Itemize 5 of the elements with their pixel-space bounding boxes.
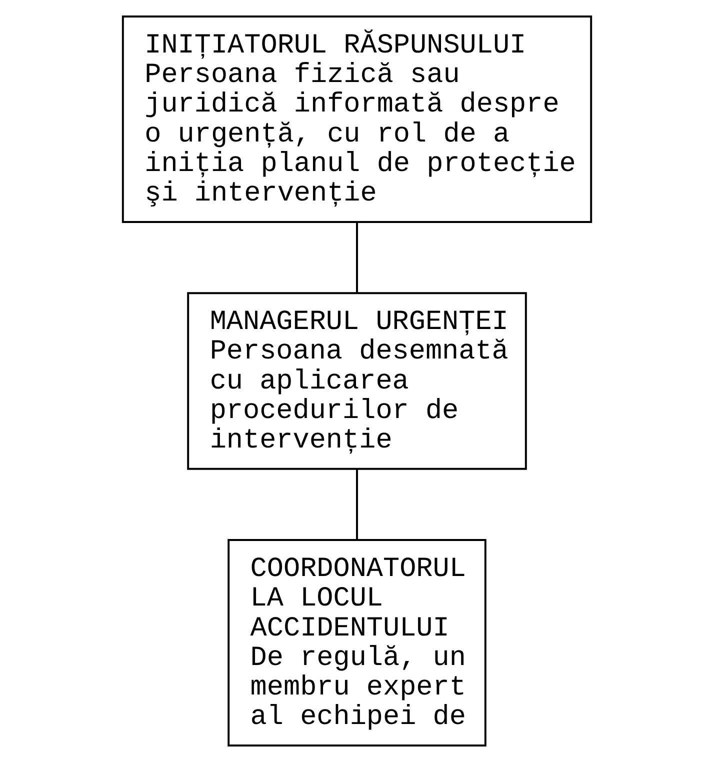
node-box: MANAGERUL URGENȚEI Persoana desemnată cu aplicarea procedurilor de intervenție — [186, 292, 526, 470]
node-box: INIȚIATORUL RĂSPUNSULUI Persoana fizică sau juridică informată despre o urgență, cu rol de a iniția planul de protecție şi intervenție — [121, 16, 592, 223]
node-box: COORDONATORUL LA LOCUL ACCIDENTULUI De regulă, un membru expert al echipei de — [227, 539, 486, 746]
connector — [356, 470, 358, 540]
connector — [356, 222, 358, 292]
